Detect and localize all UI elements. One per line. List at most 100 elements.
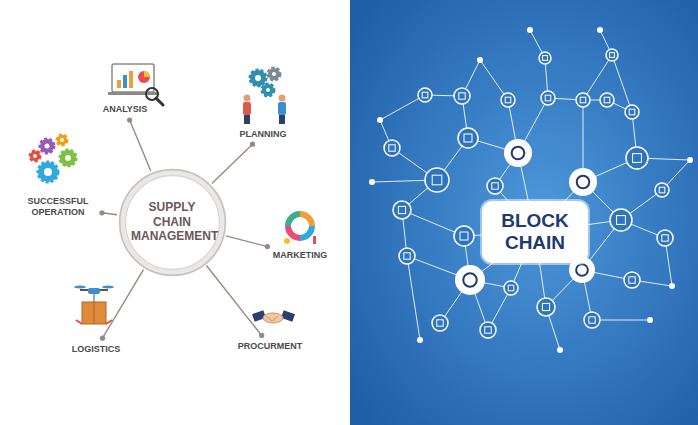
spoke-line bbox=[212, 144, 253, 183]
spoke-label: ANALYSIS bbox=[100, 102, 151, 117]
network-icon bbox=[541, 91, 555, 105]
network-glyph bbox=[459, 93, 465, 99]
network-icon bbox=[527, 27, 533, 33]
network-icon bbox=[458, 128, 478, 148]
network-icon bbox=[480, 322, 496, 338]
network-node bbox=[687, 157, 693, 163]
network-node bbox=[480, 322, 496, 338]
spoke-dot bbox=[259, 333, 264, 338]
network-icon bbox=[501, 93, 515, 107]
spoke-line bbox=[226, 236, 268, 247]
network-node bbox=[418, 88, 432, 102]
node-text: PLANNING bbox=[240, 129, 287, 140]
hub-ring bbox=[119, 169, 225, 275]
spoke-dot bbox=[250, 142, 255, 147]
network-node bbox=[393, 201, 411, 219]
network-node bbox=[610, 209, 632, 231]
network-glyph bbox=[576, 264, 588, 276]
network-icon bbox=[504, 281, 518, 295]
network-glyph bbox=[545, 95, 551, 101]
network-glyph bbox=[589, 317, 595, 323]
network-node bbox=[624, 272, 640, 288]
node-text: BLOCK CHAIN bbox=[495, 210, 575, 254]
network-glyph bbox=[485, 327, 491, 333]
network-node bbox=[584, 312, 600, 328]
spoke-group bbox=[212, 142, 255, 184]
network-glyph bbox=[492, 183, 498, 189]
network-node bbox=[539, 52, 551, 64]
network-glyph bbox=[577, 176, 590, 189]
network-node bbox=[417, 337, 423, 343]
network-glyph bbox=[432, 175, 442, 185]
network-glyph bbox=[610, 53, 615, 58]
spoke-line bbox=[206, 266, 261, 336]
network-glyph bbox=[629, 109, 635, 115]
spoke-group bbox=[100, 270, 144, 341]
node-text: PROCURMENT bbox=[238, 341, 303, 352]
network-glyph bbox=[460, 232, 468, 240]
network-node bbox=[625, 105, 639, 119]
network-icon bbox=[576, 93, 590, 107]
network-icon bbox=[539, 52, 551, 64]
analysis-icon bbox=[108, 64, 163, 105]
logistics-icon bbox=[74, 286, 114, 325]
network-node bbox=[626, 147, 648, 169]
network-node bbox=[477, 57, 483, 63]
network-icon bbox=[584, 312, 600, 328]
title-box: BLOCK CHAIN bbox=[482, 201, 588, 263]
network-glyph bbox=[422, 92, 428, 98]
network-node bbox=[569, 168, 597, 196]
planning-icon bbox=[243, 68, 286, 124]
network-icon bbox=[399, 248, 415, 264]
network-node bbox=[576, 93, 590, 107]
network-icon bbox=[477, 57, 483, 63]
node-text: MARKETING bbox=[273, 250, 328, 261]
spoke-dot bbox=[99, 210, 104, 215]
network-icon bbox=[669, 283, 675, 289]
spoke-label: SUCCESSFUL OPERATION bbox=[18, 194, 98, 220]
network-node bbox=[537, 298, 555, 316]
network-node bbox=[669, 283, 675, 289]
network-node bbox=[399, 248, 415, 264]
network-line bbox=[407, 256, 420, 340]
network-icon bbox=[418, 88, 432, 102]
spoke-group bbox=[127, 117, 151, 170]
network-icon bbox=[626, 147, 648, 169]
network-glyph bbox=[437, 320, 443, 326]
network-icon bbox=[657, 230, 673, 246]
network-graphic bbox=[369, 27, 693, 353]
network-icon bbox=[569, 168, 597, 196]
network-node bbox=[557, 347, 563, 353]
network-glyph bbox=[508, 285, 514, 291]
marketing-icon bbox=[284, 214, 316, 244]
network-glyph bbox=[662, 235, 668, 241]
network-icon bbox=[655, 183, 669, 197]
network-glyph bbox=[580, 97, 586, 103]
network-icon bbox=[393, 201, 411, 219]
network-node bbox=[455, 265, 485, 295]
network-node bbox=[647, 317, 653, 323]
network-icon bbox=[557, 347, 563, 353]
network-node bbox=[657, 230, 673, 246]
network-icon bbox=[455, 265, 485, 295]
network-node bbox=[487, 178, 503, 194]
network-icon bbox=[377, 117, 383, 123]
network-icon bbox=[647, 317, 653, 323]
node-text: LOGISTICS bbox=[72, 344, 121, 355]
network-node bbox=[377, 117, 383, 123]
network-node bbox=[541, 91, 555, 105]
network-icon bbox=[687, 157, 693, 163]
network-icon bbox=[625, 105, 639, 119]
network-node bbox=[597, 27, 603, 33]
network-glyph bbox=[659, 187, 665, 193]
network-node bbox=[501, 93, 515, 107]
blue-panel bbox=[350, 0, 698, 425]
spoke-group bbox=[226, 236, 270, 249]
network-icon bbox=[417, 337, 423, 343]
network-node bbox=[600, 93, 614, 107]
network-icon bbox=[425, 168, 449, 192]
network-icon bbox=[624, 272, 640, 288]
network-node bbox=[432, 315, 448, 331]
network-node bbox=[454, 226, 474, 246]
